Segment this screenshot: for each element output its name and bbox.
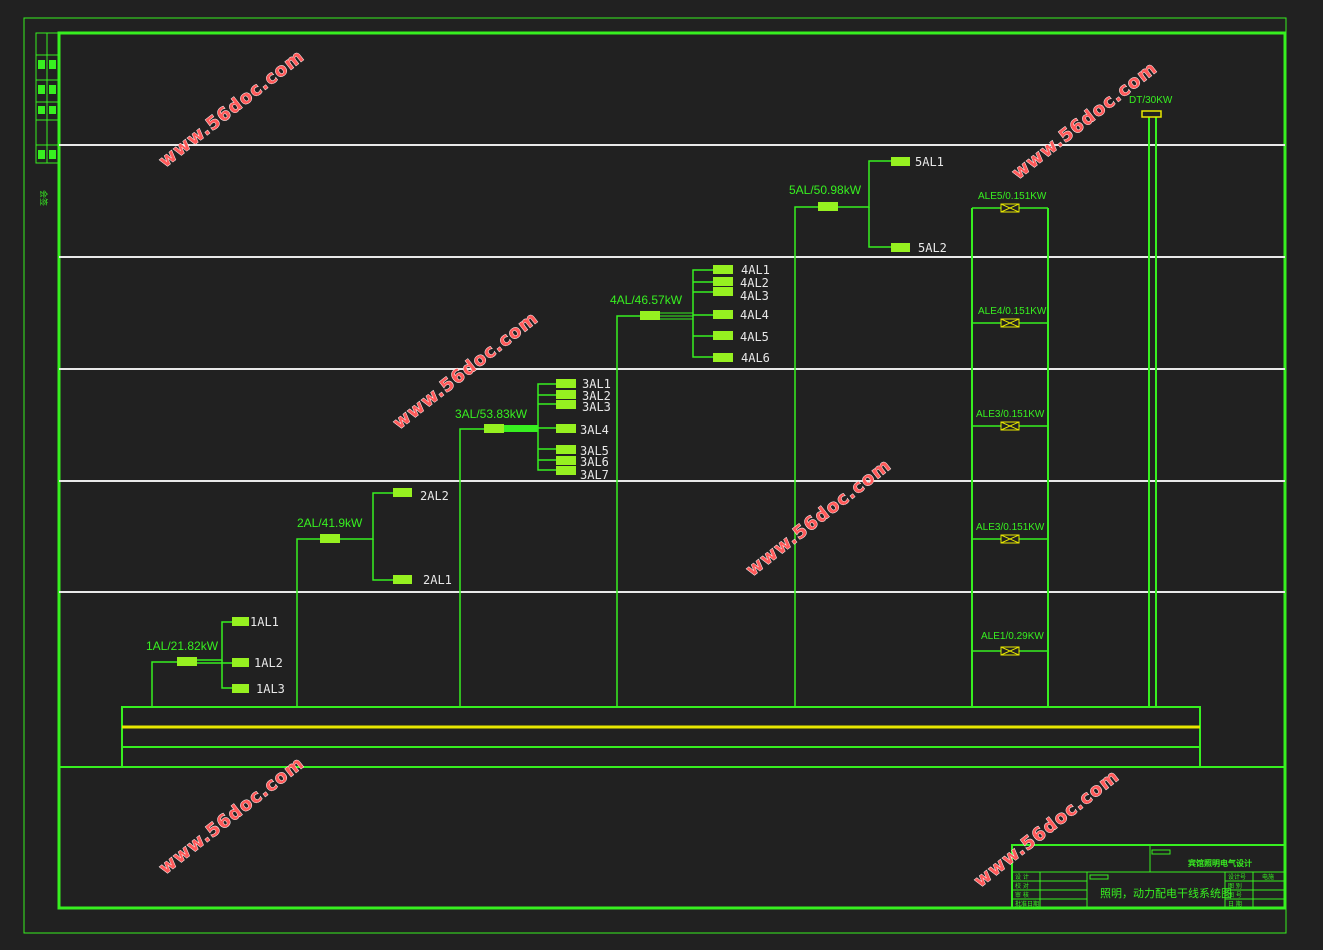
inner-frame: [57, 31, 1287, 910]
title-block: 宾馆照明电气设计 照明，动力配电干线系统图 设 计 校 对 审 核 批准日期 设…: [1011, 844, 1286, 909]
panel-3AL: 3AL/53.83kW 3AL1 3AL2 3AL3 3AL4 3AL5 3AL…: [455, 377, 611, 482]
branch-box: [713, 353, 733, 362]
emergency-box: [1000, 203, 1020, 656]
branch-box: [713, 287, 733, 296]
branch-label: 4AL4: [740, 308, 769, 322]
svg-text:批准日期: 批准日期: [1015, 900, 1039, 908]
branch-label: 4AL5: [740, 330, 769, 344]
emergency-label: ALE5/0.151KW: [978, 191, 1047, 202]
risers: [151, 206, 818, 707]
elevator-label: DT/30KW: [1129, 95, 1173, 106]
branch-label: 4AL1: [741, 263, 770, 277]
basement-switchgear: [59, 706, 1285, 768]
branch-box: [556, 400, 576, 409]
panel-label: 4AL/46.57kW: [610, 293, 683, 307]
branch-label: 5AL2: [918, 241, 947, 255]
branch-label: 1AL2: [254, 656, 283, 670]
branch-box: [393, 488, 412, 497]
panel-box: [320, 534, 340, 543]
branch-box: [713, 265, 733, 274]
svg-text:电施: 电施: [1262, 873, 1274, 881]
branch-box: [393, 575, 412, 584]
branch-label: 3AL2: [582, 389, 611, 403]
svg-text:设 计: 设 计: [1015, 873, 1029, 881]
project-name: 宾馆照明电气设计: [1188, 858, 1252, 868]
watermark: www.56doc.com: [155, 753, 308, 879]
branch-box: [891, 157, 910, 166]
watermark: www.56doc.com: [970, 766, 1123, 892]
branch-label: 1AL1: [250, 615, 279, 629]
branch-label: 2AL1: [423, 573, 452, 587]
panel-label: 5AL/50.98kW: [789, 183, 862, 197]
panel-label: 2AL/41.9kW: [297, 516, 363, 530]
elevator-feeder: DT/30KW: [1129, 95, 1173, 707]
branch-box: [713, 331, 733, 340]
branch-box: [556, 390, 576, 399]
panel-label: 1AL/21.82kW: [146, 639, 219, 653]
branch-box: [232, 684, 249, 693]
branch-label: 3AL5: [580, 444, 609, 458]
panel-box: [484, 424, 504, 433]
branch-box: [556, 445, 576, 454]
branch-label: 3AL3: [582, 400, 611, 414]
branch-label: 5AL1: [915, 155, 944, 169]
svg-text:图 号: 图 号: [1228, 892, 1242, 899]
branch-box: [556, 379, 576, 388]
branch-label: 4AL3: [740, 289, 769, 303]
svg-text:日 期: 日 期: [1228, 900, 1242, 908]
emergency-lighting-riser: ALE5/0.151KW ALE4/0.151KW ALE3/0.151KW A…: [971, 191, 1049, 707]
svg-text:图 别: 图 别: [1228, 882, 1242, 890]
panel-5AL: 5AL/50.98kW 5AL1 5AL2: [789, 155, 947, 255]
watermark: www.56doc.com: [1008, 58, 1161, 184]
panel-bus: [504, 425, 538, 432]
branch-box: [556, 466, 576, 475]
branch-box: [713, 277, 733, 286]
emergency-label: ALE4/0.151KW: [978, 306, 1047, 317]
side-strip-label: 会签: [39, 190, 49, 206]
panel-4AL: 4AL/46.57kW 4AL1 4AL2 4AL3 4AL4 4AL5 4AL…: [610, 263, 770, 365]
watermark: www.56doc.com: [155, 46, 308, 172]
emergency-label: ALE3/0.151KW: [976, 522, 1045, 533]
branch-box: [891, 243, 910, 252]
logo-mark: [1151, 849, 1171, 855]
panel-1AL: 1AL/21.82kW 1AL1 1AL2 1AL3: [146, 615, 285, 696]
branch-label: 1AL3: [256, 682, 285, 696]
emergency-label: ALE1/0.29KW: [981, 631, 1044, 642]
emergency-label: ALE3/0.151KW: [976, 409, 1045, 420]
branch-label: 3AL1: [582, 377, 611, 391]
panel-label: 3AL/53.83kW: [455, 407, 528, 421]
panel-box: [177, 657, 197, 666]
branch-box: [232, 617, 249, 626]
svg-text:设计号: 设计号: [1228, 873, 1246, 881]
branch-box: [556, 424, 576, 433]
branch-label: 3AL7: [580, 468, 609, 482]
drawing-title: 照明，动力配电干线系统图: [1100, 886, 1232, 900]
binding-strip: 会签: [35, 32, 59, 206]
logo-mark: [1089, 874, 1109, 880]
branch-box: [556, 456, 576, 465]
watermark: www.56doc.com: [742, 455, 895, 581]
svg-text:校 对: 校 对: [1015, 882, 1029, 890]
panel-2AL: 2AL/41.9kW 2AL2 2AL1: [297, 488, 452, 587]
branch-box: [713, 310, 733, 319]
branch-label: 4AL2: [740, 276, 769, 290]
branch-label: 3AL6: [580, 455, 609, 469]
branch-label: 4AL6: [741, 351, 770, 365]
floor-lines: [59, 144, 1285, 593]
branch-label: 3AL4: [580, 423, 609, 437]
panel-box: [640, 311, 660, 320]
branch-box: [232, 658, 249, 667]
svg-text:审 核: 审 核: [1015, 891, 1029, 899]
watermarks: www.56doc.com www.56doc.com www.56doc.co…: [155, 45, 1162, 892]
panel-box: [818, 202, 838, 211]
branch-label: 2AL2: [420, 489, 449, 503]
